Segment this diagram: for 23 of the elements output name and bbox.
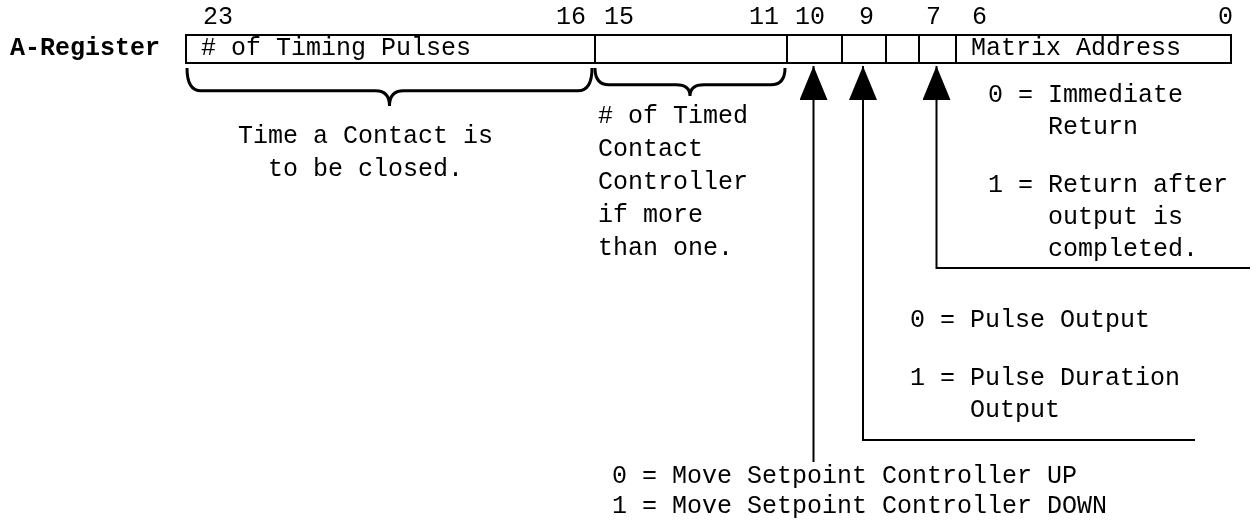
bit-number: 10 [795,4,825,32]
bit-number: 15 [604,4,634,32]
bit-number: 6 [972,4,987,32]
arrow [922,65,951,270]
value-meaning: 0 = Pulse Output [910,305,1152,337]
bit-number: 0 [1218,4,1233,32]
bit-number: 23 [203,4,233,32]
register-name: A-Register [10,34,161,64]
bit-number: 11 [749,4,779,32]
bit-number: 16 [556,4,586,32]
value-meaning: 0 = Immediate Return [988,80,1185,144]
field-name: Matrix Address [971,36,1182,62]
field-description: # of Timed Contact Controller if more than one. [598,101,750,265]
value-meaning: 1 = Pulse Duration Output [910,363,1182,427]
bit-number: 9 [859,4,874,32]
bit-number: 7 [926,4,941,32]
value-meaning: 0 = Move Setpoint Controller UP [612,462,1079,492]
arrow [799,65,828,463]
value-meaning: 1 = Move Setpoint Controller DOWN [612,492,1109,522]
value-meaning: 1 = Return after output is completed. [988,170,1230,266]
field-name: # of Timing Pulses [201,36,472,62]
arrow [849,65,877,442]
field-description: Time a Contact is to be closed. [236,121,494,186]
